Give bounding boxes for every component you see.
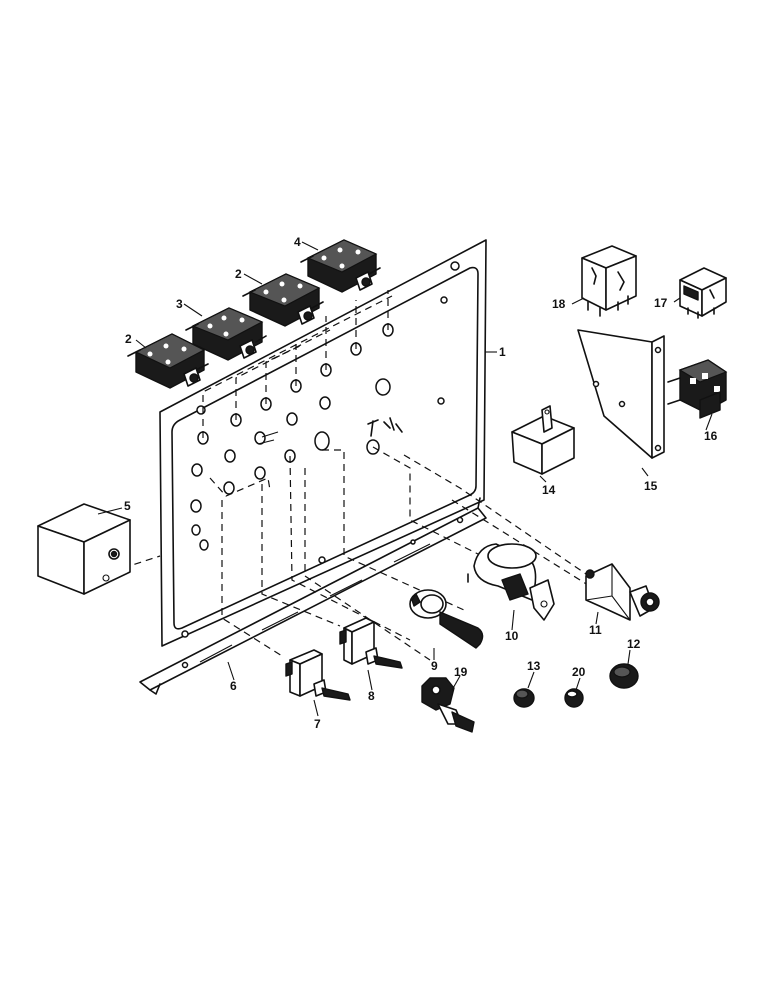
light-symbol xyxy=(367,417,403,437)
connector-16 xyxy=(667,359,728,419)
rotary-switch-9 xyxy=(409,589,484,649)
callout-20: 20 xyxy=(572,665,586,679)
instrument-panel xyxy=(159,239,487,647)
relay-18 xyxy=(581,245,637,317)
leader-lines xyxy=(97,241,713,717)
callout-17: 17 xyxy=(654,296,668,310)
callout-11: 11 xyxy=(589,623,602,637)
callout-1: 1 xyxy=(499,345,506,359)
callout-2-mid: 2 xyxy=(235,267,242,281)
circuit-breaker-2-left xyxy=(127,333,209,389)
callout-3: 3 xyxy=(176,297,183,311)
ignition-switch-10 xyxy=(467,543,555,621)
bracket-15 xyxy=(577,329,665,459)
assembly-lines xyxy=(122,290,597,661)
callout-4: 4 xyxy=(294,235,301,249)
relay-17 xyxy=(679,267,727,319)
callout-8: 8 xyxy=(368,689,375,703)
lamp-20 xyxy=(564,688,584,708)
callout-13: 13 xyxy=(527,659,541,673)
lamp-12 xyxy=(609,663,639,689)
circuit-breaker-2-mid xyxy=(242,273,324,327)
callout-5: 5 xyxy=(124,499,131,513)
callout-10: 10 xyxy=(505,629,519,643)
callout-6: 6 xyxy=(230,679,237,693)
lamp-13 xyxy=(513,688,535,708)
circuit-breaker-4 xyxy=(300,239,381,293)
hinge-strip xyxy=(139,497,487,695)
flasher-14 xyxy=(511,405,575,475)
callout-15: 15 xyxy=(644,479,658,493)
switch-11 xyxy=(585,563,660,621)
panel-holes xyxy=(181,261,460,638)
circuit-breaker-3 xyxy=(185,307,267,361)
toggle-switch-7 xyxy=(285,649,351,701)
callout-12: 12 xyxy=(627,637,641,651)
callout-2-left: 2 xyxy=(125,332,132,346)
toggle-switch-8 xyxy=(339,617,403,669)
callout-19: 19 xyxy=(454,665,468,679)
callout-14: 14 xyxy=(542,483,556,497)
control-box xyxy=(37,503,131,595)
callout-7: 7 xyxy=(314,717,321,731)
callout-16: 16 xyxy=(704,429,718,443)
callout-labels: 1 2 3 2 4 5 6 7 8 9 10 11 12 13 14 15 16… xyxy=(124,235,718,731)
callout-18: 18 xyxy=(552,297,566,311)
knob-switch-19 xyxy=(421,677,475,733)
callout-9: 9 xyxy=(431,659,438,673)
